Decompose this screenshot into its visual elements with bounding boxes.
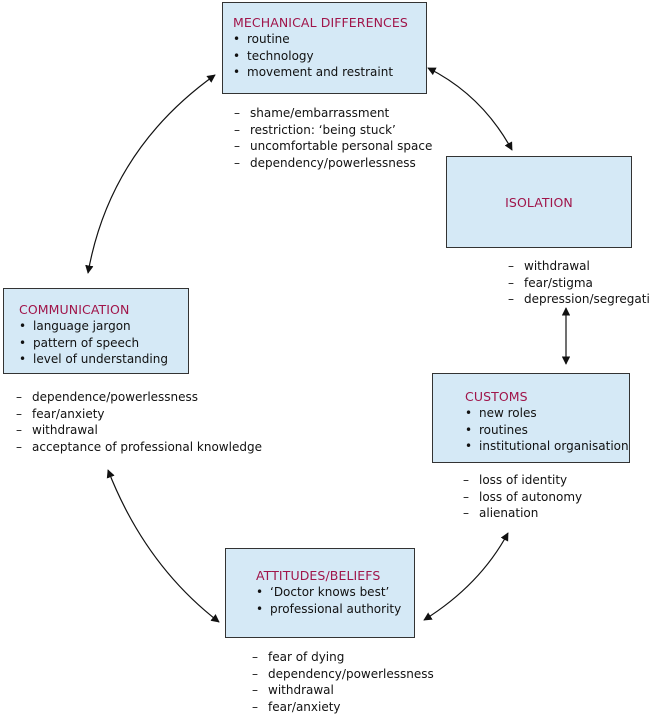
list-item: fear of dying <box>252 649 434 666</box>
attitudes-beliefs-box: ATTITUDES/BELIEFS ‘Doctor knows best’ pr… <box>225 548 415 638</box>
list-item: withdrawal <box>252 682 434 699</box>
isolation-title: ISOLATION <box>505 194 573 210</box>
list-item: language jargon <box>19 318 188 335</box>
attitudes-beliefs-effects: fear of dying dependency/powerlessness w… <box>252 649 434 715</box>
list-item: new roles <box>465 405 629 422</box>
list-item: loss of identity <box>463 472 582 489</box>
list-item: level of understanding <box>19 351 188 368</box>
mechanical-differences-bullets: routine technology movement and restrain… <box>233 31 426 81</box>
communication-bullets: language jargon pattern of speech level … <box>19 318 188 368</box>
list-item: shame/embarrassment <box>234 105 432 122</box>
list-item: withdrawal <box>16 422 262 439</box>
customs-box: CUSTOMS new roles routines institutional… <box>432 373 630 463</box>
isolation-box: ISOLATION <box>446 156 632 248</box>
list-item: uncomfortable personal space <box>234 138 432 155</box>
list-item: depression/segregation <box>508 291 650 308</box>
list-item: acceptance of professional knowledge <box>16 439 262 456</box>
customs-title: CUSTOMS <box>465 389 528 404</box>
list-item: restriction: ‘being stuck’ <box>234 122 432 139</box>
list-item: routines <box>465 422 629 439</box>
list-item: dependency/powerlessness <box>234 155 432 172</box>
list-item: withdrawal <box>508 258 650 275</box>
list-item: dependence/powerlessness <box>16 389 262 406</box>
isolation-effects: withdrawal fear/stigma depression/segreg… <box>508 258 650 308</box>
list-item: pattern of speech <box>19 335 188 352</box>
list-item: technology <box>233 48 426 65</box>
list-item: fear/anxiety <box>252 699 434 715</box>
customs-effects: loss of identity loss of autonomy aliena… <box>463 472 582 522</box>
list-item: routine <box>233 31 426 48</box>
list-item: fear/anxiety <box>16 406 262 423</box>
list-item: movement and restraint <box>233 64 426 81</box>
arrow-customs-attitudes <box>423 532 509 621</box>
arrow-mechanical-communication <box>85 74 216 274</box>
arrow-communication-attitudes <box>106 469 220 623</box>
mechanical-differences-title: MECHANICAL DIFFERENCES <box>233 15 408 30</box>
list-item: ‘Doctor knows best’ <box>256 584 414 601</box>
list-item: dependency/powerlessness <box>252 666 434 683</box>
mechanical-differences-box: MECHANICAL DIFFERENCES routine technolog… <box>222 2 427 94</box>
arrow-mechanical-isolation <box>427 67 513 151</box>
attitudes-beliefs-title: ATTITUDES/BELIEFS <box>256 568 381 583</box>
communication-effects: dependence/powerlessness fear/anxiety wi… <box>16 389 262 455</box>
mechanical-differences-effects: shame/embarrassment restriction: ‘being … <box>234 105 432 171</box>
communication-box: COMMUNICATION language jargon pattern of… <box>3 288 189 374</box>
communication-title: COMMUNICATION <box>19 302 130 317</box>
list-item: professional authority <box>256 601 414 618</box>
list-item: loss of autonomy <box>463 489 582 506</box>
list-item: fear/stigma <box>508 275 650 292</box>
list-item: institutional organisation <box>465 438 629 455</box>
list-item: alienation <box>463 505 582 522</box>
customs-bullets: new roles routines institutional organis… <box>465 405 629 455</box>
attitudes-beliefs-bullets: ‘Doctor knows best’ professional authori… <box>256 584 414 617</box>
